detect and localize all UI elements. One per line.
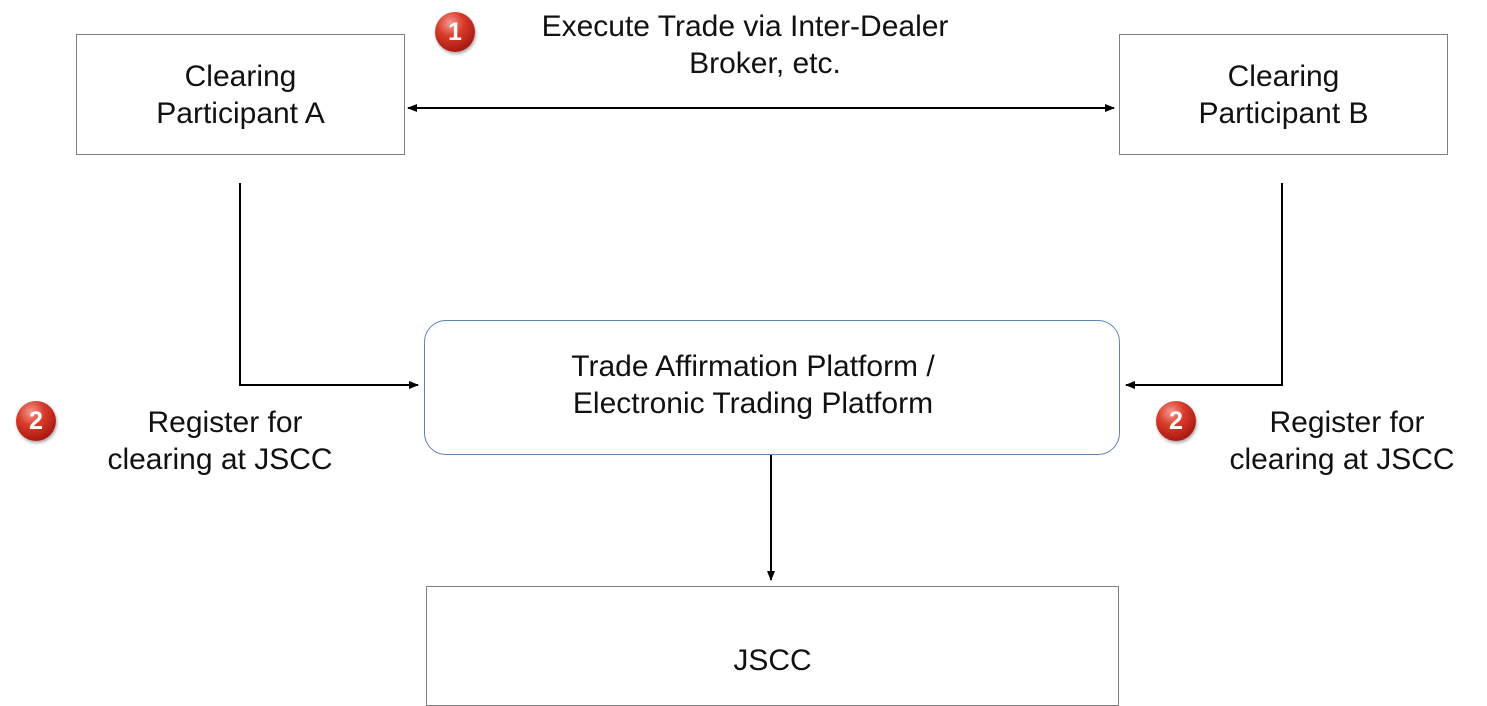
step-2-left-badge: 2	[16, 401, 56, 441]
register-left-line2: clearing at JSCC	[107, 443, 333, 476]
jscc-label: JSCC	[733, 644, 812, 677]
participant-a-line1: Clearing	[184, 59, 297, 93]
clearing-participant-a-box: Clearing Participant A	[76, 34, 405, 155]
step-2-left-number: 2	[29, 406, 43, 435]
participant-a-line2: Participant A	[156, 96, 325, 130]
participant-b-to-platform-arrow	[1125, 183, 1283, 389]
register-left-line1: Register for	[147, 406, 303, 439]
platform-line2: Electronic Trading Platform	[572, 387, 934, 420]
participant-b-line1: Clearing	[1227, 59, 1340, 93]
connector-layer	[239, 104, 1283, 581]
participant-b-line2: Participant B	[1198, 96, 1369, 130]
jscc-box: JSCC	[426, 586, 1119, 706]
execute-trade-label: Execute Trade via Inter-Dealer Broker, e…	[480, 8, 1010, 82]
execute-trade-line2: Broker, etc.	[689, 47, 841, 80]
clearing-participant-b-box: Clearing Participant B	[1119, 34, 1448, 155]
step-2-right-number: 2	[1169, 406, 1183, 435]
register-right-label: Register for clearing at JSCC	[1182, 404, 1487, 478]
trade-platform-label: Trade Affirmation Platform / Electronic …	[571, 348, 934, 422]
register-right-line2: clearing at JSCC	[1229, 443, 1455, 476]
step-1-number: 1	[448, 17, 462, 46]
participant-a-to-platform-arrow	[239, 183, 419, 389]
register-right-line1: Register for	[1269, 406, 1425, 439]
trade-platform-box: Trade Affirmation Platform / Electronic …	[424, 320, 1120, 455]
register-left-label: Register for clearing at JSCC	[60, 404, 380, 478]
platform-line1: Trade Affirmation Platform /	[571, 350, 935, 383]
clearing-participant-a-label: Clearing Participant A	[156, 58, 324, 132]
execute-trade-line1: Execute Trade via Inter-Dealer	[541, 10, 949, 43]
clearing-participant-b-label: Clearing Participant B	[1198, 58, 1368, 132]
step-1-badge: 1	[435, 12, 475, 52]
step-2-right-badge: 2	[1156, 401, 1196, 441]
